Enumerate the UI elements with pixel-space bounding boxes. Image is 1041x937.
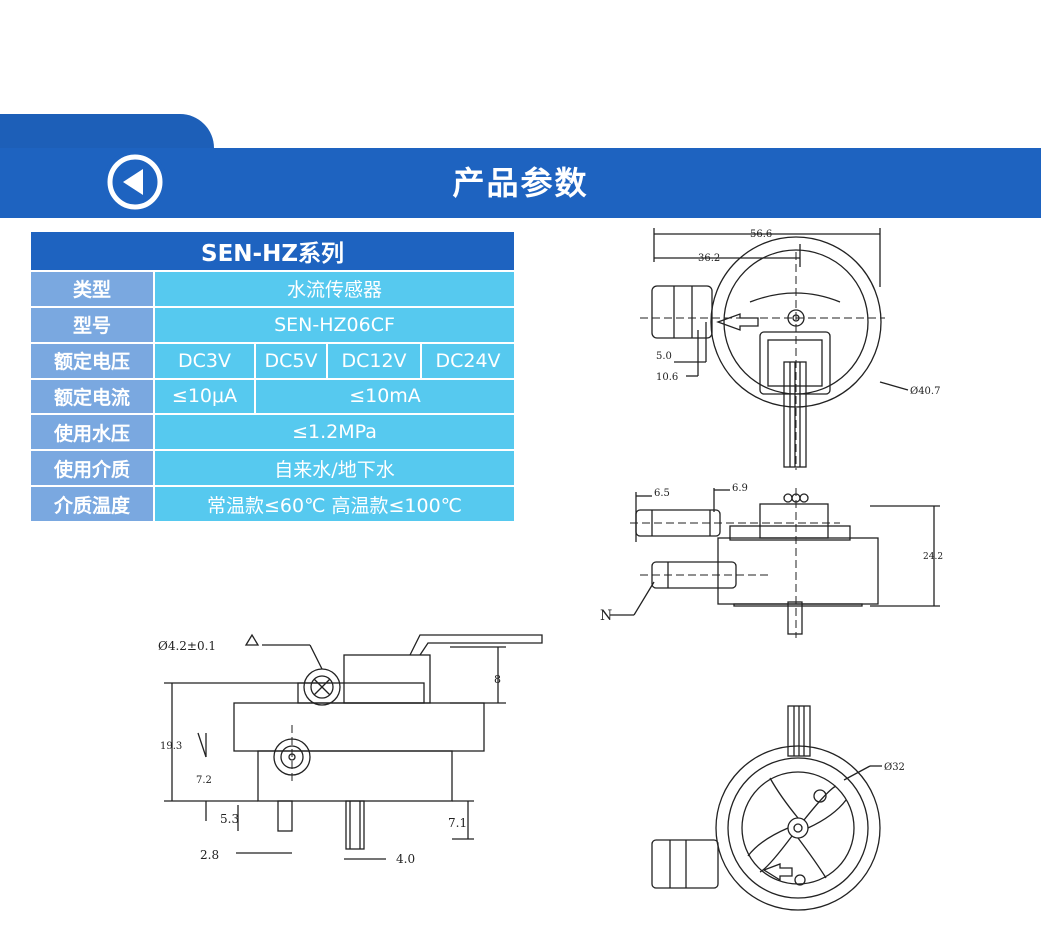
bottom-view-drawing: Ø32 [651, 705, 905, 911]
row-value-medium: 自来水/地下水 [153, 449, 516, 488]
spec-table-title: SEN-HZ系列 [29, 230, 516, 272]
current-high: ≤10mA [254, 377, 516, 416]
table-row: 类型 水流传感器 [29, 270, 516, 308]
dim-8: 8 [494, 673, 501, 686]
dim-7-2: 7.2 [196, 775, 212, 786]
dim-hole: Ø4.2±0.1 [158, 639, 216, 653]
row-label-pressure: 使用水压 [29, 413, 155, 452]
dim-56-6: 56.6 [750, 229, 772, 240]
table-row: 型号 SEN-HZ06CF [29, 305, 516, 344]
row-label-voltage: 额定电压 [29, 341, 155, 380]
voltage-3v: DC3V [153, 341, 256, 380]
dim-19-3: 19.3 [160, 741, 182, 752]
dim-36-2: 36.2 [698, 253, 720, 264]
back-button[interactable] [101, 148, 169, 216]
dim-2-8: 2.8 [200, 848, 219, 862]
table-row: 介质温度 常温款≤60℃ 高温款≤100℃ [29, 485, 516, 523]
side-view-left-drawing: Ø4.2±0.1 8 19.3 7.2 5.3 2.8 7.1 4.0 [158, 633, 543, 866]
voltage-5v: DC5V [254, 341, 328, 380]
table-row: 额定电压 DC3V DC5V DC12V DC24V [29, 341, 516, 380]
leader-n: N [600, 608, 612, 624]
spec-table: SEN-HZ系列 类型 水流传感器 型号 SEN-HZ06CF 额定电压 DC3… [29, 230, 516, 523]
dim-4-0: 4.0 [396, 852, 415, 866]
row-label-model: 型号 [29, 305, 155, 344]
table-row: 额定电流 ≤10μA ≤10mA [29, 377, 516, 416]
row-label-medium: 使用介质 [29, 449, 155, 488]
dim-dia-40-7: Ø40.7 [910, 386, 940, 397]
dim-10-6: 10.6 [656, 372, 678, 383]
top-view-drawing: 56.6 36.2 5.0 10.6 Ø40.7 [640, 228, 940, 470]
row-label-type: 类型 [29, 270, 155, 308]
row-value-pressure: ≤1.2MPa [153, 413, 516, 452]
row-value-model: SEN-HZ06CF [153, 305, 516, 344]
side-view-drawing: 6.5 6.9 24.2 N [600, 483, 943, 638]
dim-5-3: 5.3 [220, 812, 239, 826]
row-value-type: 水流传感器 [153, 270, 516, 308]
page-title: 产品参数 [452, 164, 589, 202]
row-value-temperature: 常温款≤60℃ 高温款≤100℃ [153, 485, 516, 523]
voltage-24v: DC24V [420, 341, 516, 380]
row-label-temperature: 介质温度 [29, 485, 155, 523]
dim-24-2: 24.2 [923, 552, 943, 562]
dim-5-0: 5.0 [656, 351, 672, 362]
table-row: 使用介质 自来水/地下水 [29, 449, 516, 488]
title-banner: 产品参数 [0, 148, 1041, 218]
dim-dia-32: Ø32 [884, 762, 905, 773]
dim-7-1: 7.1 [448, 816, 467, 830]
back-arrow-icon [103, 150, 167, 214]
table-row: 使用水压 ≤1.2MPa [29, 413, 516, 452]
dim-6-9: 6.9 [732, 483, 748, 494]
dim-6-5: 6.5 [654, 488, 670, 499]
voltage-12v: DC12V [326, 341, 422, 380]
row-label-current: 额定电流 [29, 377, 155, 416]
current-low: ≤10μA [153, 377, 256, 416]
